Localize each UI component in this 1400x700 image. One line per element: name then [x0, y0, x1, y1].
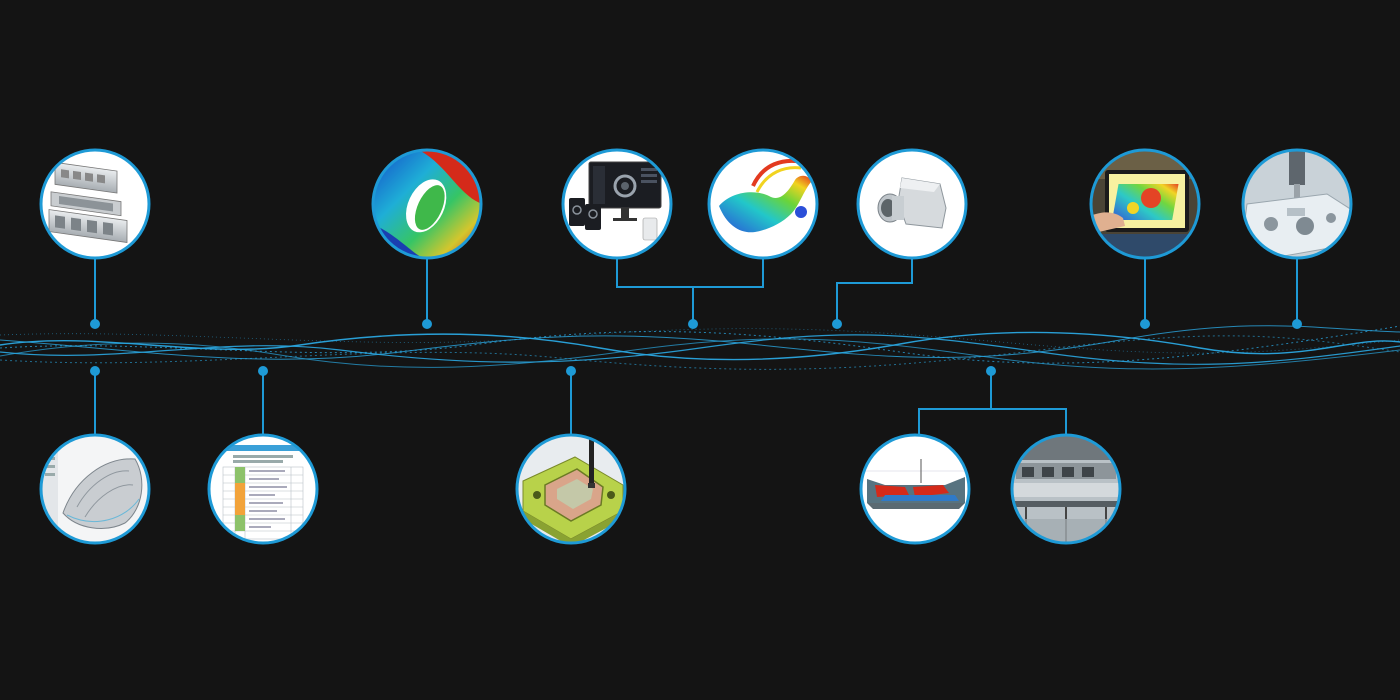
timeline-dot[interactable] — [90, 366, 100, 376]
timeline-dot[interactable] — [1292, 319, 1302, 329]
data-wave-lines — [0, 325, 1400, 370]
timeline-dot[interactable] — [258, 366, 268, 376]
connector-lines — [94, 258, 1298, 436]
checklist-document-icon — [210, 436, 316, 542]
timeline-dot[interactable] — [986, 366, 996, 376]
timeline-dot[interactable] — [832, 319, 842, 329]
mold-assembly-icon — [42, 151, 148, 257]
timeline-dot[interactable] — [566, 366, 576, 376]
timeline-dot[interactable] — [1140, 319, 1150, 329]
molded-part-node[interactable] — [856, 148, 968, 260]
checklist-document-node[interactable] — [207, 433, 319, 545]
cnc-machining-node[interactable] — [1241, 148, 1353, 260]
timeline-dot[interactable] — [688, 319, 698, 329]
surface-cad-icon — [42, 436, 148, 542]
fill-simulation-icon — [862, 436, 968, 542]
software-dashboard-node[interactable] — [561, 148, 673, 260]
timeline-dot[interactable] — [422, 319, 432, 329]
flow-analysis-icon — [710, 151, 816, 257]
timeline-dots — [90, 319, 1302, 376]
cavity-toolpath-node[interactable] — [515, 433, 627, 547]
cavity-toolpath-icon — [518, 436, 624, 542]
fill-simulation-node[interactable] — [859, 433, 971, 545]
production-line-node[interactable] — [1010, 433, 1122, 545]
flow-analysis-node[interactable] — [707, 148, 819, 260]
stress-simulation-node[interactable] — [371, 148, 483, 260]
molded-part-icon — [859, 151, 965, 257]
timeline-dot[interactable] — [90, 319, 100, 329]
surface-cad-node[interactable] — [39, 433, 151, 545]
cnc-machining-icon — [1244, 151, 1350, 257]
mold-assembly-node[interactable] — [39, 148, 151, 260]
heatmap-tablet-node[interactable] — [1089, 148, 1201, 260]
software-dashboard-icon — [564, 151, 670, 257]
